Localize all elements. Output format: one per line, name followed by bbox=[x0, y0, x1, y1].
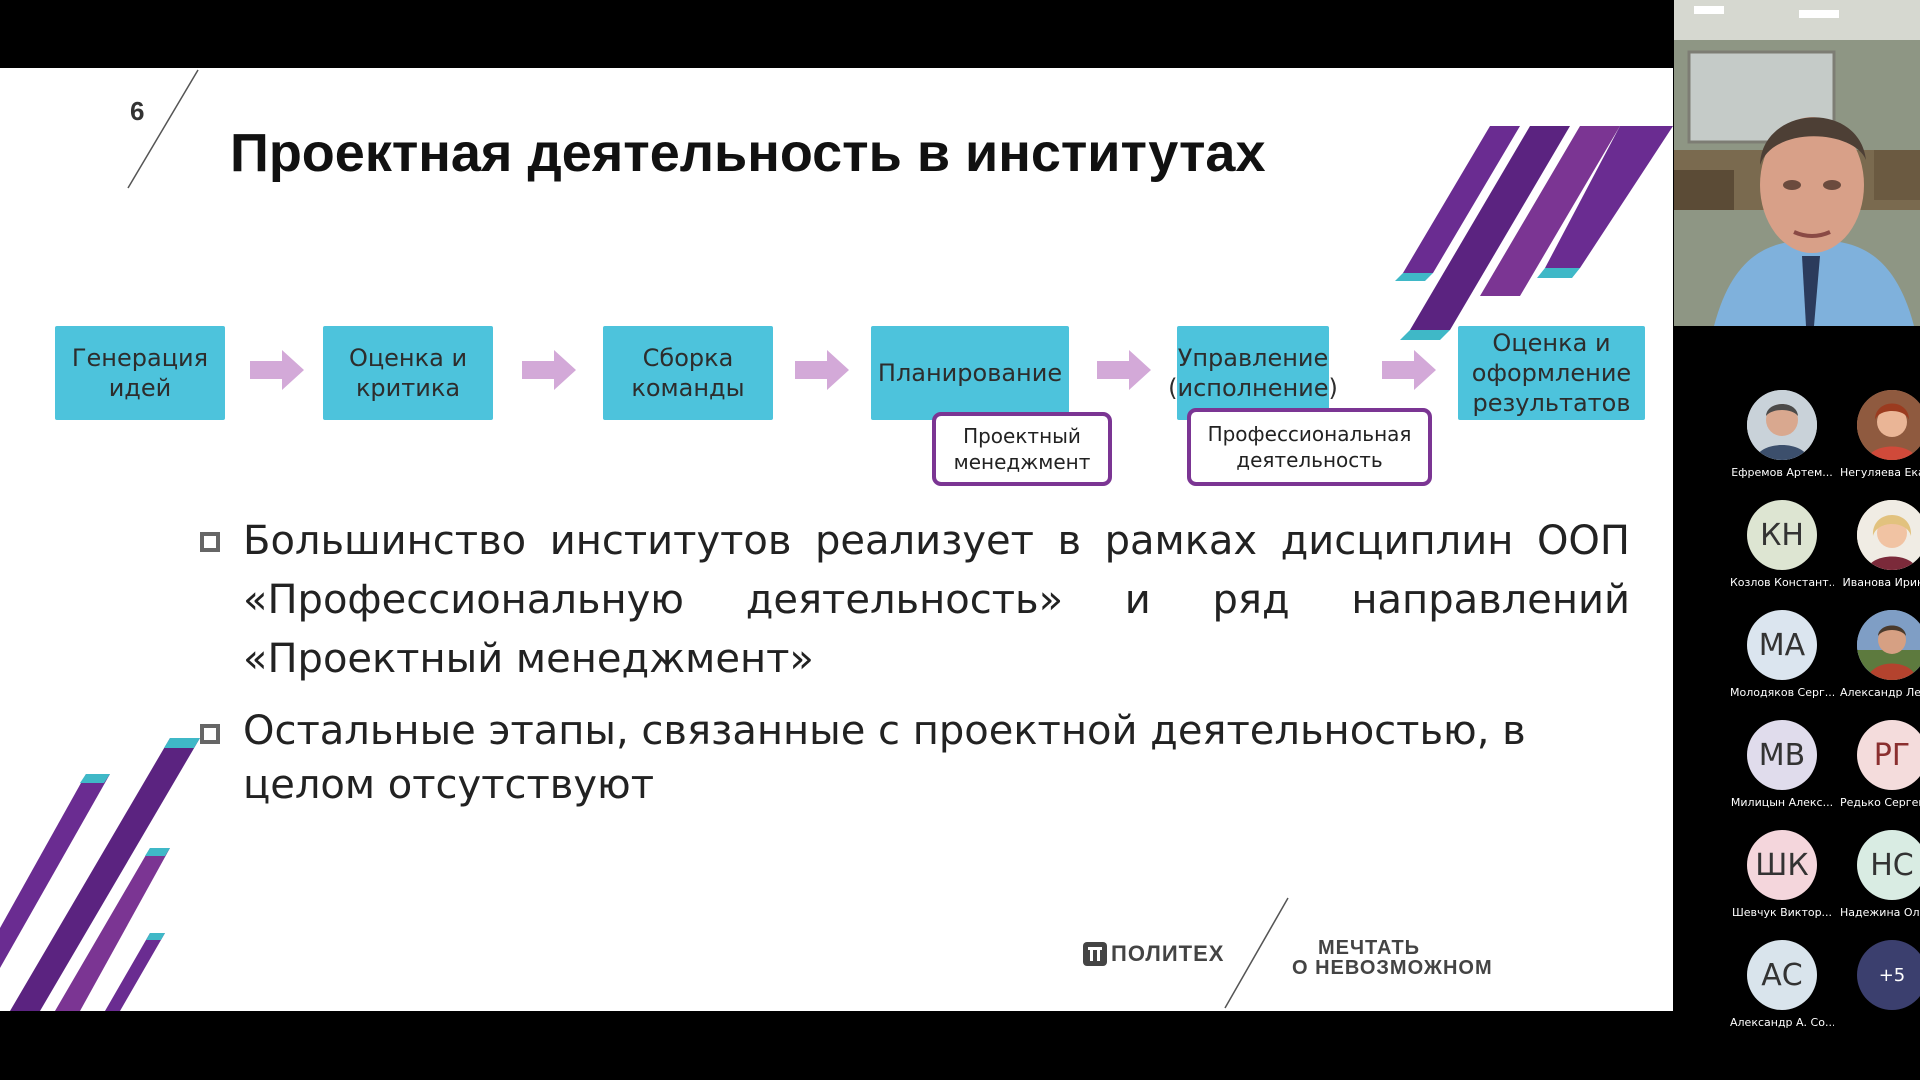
step-planning: Планирование bbox=[871, 326, 1069, 420]
step-label-line: Оценка и bbox=[1492, 329, 1611, 357]
avatar bbox=[1857, 500, 1920, 570]
bullet-text: Большинство институтов реализует в рамка… bbox=[243, 518, 1630, 682]
step-label-line: критика bbox=[355, 374, 461, 402]
speaker-video[interactable] bbox=[1674, 0, 1920, 326]
note-label-line: Профессиональная bbox=[1207, 422, 1412, 446]
presentation-slide: 6 Проектная деятельность в институтах Ге… bbox=[0, 68, 1673, 1011]
bullet-text: Остальные этапы, связанные с проектной д… bbox=[243, 708, 1526, 808]
step-label-line: Оценка и bbox=[348, 344, 468, 372]
participant-tile[interactable]: Ефремов Артем... bbox=[1677, 390, 1887, 500]
dream-logo-line: МЕЧТАТЬ bbox=[1318, 937, 1421, 959]
participant-name: Негуляева Екате... bbox=[1840, 466, 1920, 479]
arrow-right-icon bbox=[250, 350, 304, 390]
avatar: РГ bbox=[1857, 720, 1920, 790]
avatar bbox=[1747, 390, 1817, 460]
note-label-line: Проектный bbox=[963, 424, 1081, 448]
step-execution-management: Управление(исполнение) bbox=[1168, 326, 1338, 420]
participant-tile[interactable]: МВ Милицын Алекс... bbox=[1677, 720, 1887, 830]
participant-name: Козлов Констант... bbox=[1730, 576, 1834, 589]
title-slash bbox=[127, 69, 199, 189]
more-participants-button[interactable]: +5 bbox=[1787, 940, 1920, 1050]
person-photo-icon bbox=[1857, 500, 1920, 570]
note-label-line: деятельность bbox=[1236, 448, 1383, 472]
slide-number: 6 bbox=[130, 96, 145, 126]
step-label-line: команды bbox=[631, 374, 745, 402]
step-label-line: Генерация bbox=[71, 344, 209, 372]
bullet-square-icon bbox=[200, 724, 220, 744]
avatar: МВ bbox=[1747, 720, 1817, 790]
participant-name: Иванова Ирина... bbox=[1842, 576, 1920, 589]
arrow-right-icon bbox=[795, 350, 849, 390]
participant-name: Александр Левч... bbox=[1840, 686, 1920, 699]
participant-name: Молодяков Серг... bbox=[1730, 686, 1834, 699]
arrow-right-icon bbox=[1097, 350, 1151, 390]
person-photo-icon bbox=[1747, 390, 1817, 460]
avatar: НС bbox=[1857, 830, 1920, 900]
participant-tile[interactable]: МА Молодяков Серг... bbox=[1677, 610, 1887, 720]
participant-name: Александр А. Со... bbox=[1730, 1016, 1834, 1029]
step-label-line: результатов bbox=[1472, 389, 1631, 417]
participant-tile[interactable]: РГ Редько Сергей Ге... bbox=[1787, 720, 1920, 830]
bottom-left-stripes bbox=[0, 738, 200, 1011]
avatar: АС bbox=[1747, 940, 1817, 1010]
dream-logo-line: О НЕВОЗМОЖНОМ bbox=[1292, 957, 1493, 979]
avatar: МА bbox=[1747, 610, 1817, 680]
politeh-logo: ПОЛИТЕХ bbox=[1083, 941, 1224, 967]
participant-tile[interactable]: Иванова Ирина... bbox=[1787, 500, 1920, 610]
more-participants-count: +5 bbox=[1857, 940, 1920, 1010]
participant-tile[interactable]: Негуляева Екате... bbox=[1787, 390, 1920, 500]
decorative-stripes bbox=[0, 69, 1673, 1011]
speaker-video-image bbox=[1674, 0, 1920, 326]
step-label-line: Планирование bbox=[877, 359, 1063, 387]
logo-slash bbox=[1224, 897, 1289, 1009]
avatar: ШК bbox=[1747, 830, 1817, 900]
step-label-line: Управление bbox=[1177, 344, 1329, 372]
step-label-line: (исполнение) bbox=[1168, 374, 1338, 402]
avatar: КН bbox=[1747, 500, 1817, 570]
participant-tile[interactable]: АС Александр А. Со... bbox=[1677, 940, 1887, 1050]
participant-tile[interactable]: КН Козлов Констант... bbox=[1677, 500, 1887, 610]
arrow-right-icon bbox=[1382, 350, 1436, 390]
participant-tile[interactable]: ШК Шевчук Виктор... bbox=[1677, 830, 1887, 940]
participant-name: Шевчук Виктор... bbox=[1731, 906, 1833, 919]
avatar bbox=[1857, 610, 1920, 680]
politeh-logo-icon bbox=[1083, 942, 1107, 966]
person-photo-icon bbox=[1857, 610, 1920, 680]
participants-panel: Ефремов Артем... Негуляева Екате... КН К… bbox=[1673, 390, 1920, 1050]
avatar bbox=[1857, 390, 1920, 460]
dream-logo: МЕЧТАТЬ О НЕВОЗМОЖНОМ bbox=[1292, 938, 1493, 978]
participant-name: Надежина Ольга... bbox=[1840, 906, 1920, 919]
politeh-logo-text: ПОЛИТЕХ bbox=[1111, 941, 1225, 966]
step-label-line: идей bbox=[108, 374, 172, 402]
top-right-stripes bbox=[1395, 126, 1673, 340]
participant-tile[interactable]: НС Надежина Ольга... bbox=[1787, 830, 1920, 940]
note-label-line: менеджмент bbox=[953, 450, 1091, 474]
participant-tile[interactable]: Александр Левч... bbox=[1787, 610, 1920, 720]
participant-name: Ефремов Артем... bbox=[1731, 466, 1833, 479]
slide-title: Проектная деятельность в институтах bbox=[230, 123, 1266, 183]
participant-name: Редько Сергей Ге... bbox=[1840, 796, 1920, 809]
step-label-line: оформление bbox=[1471, 359, 1632, 387]
arrow-right-icon bbox=[522, 350, 576, 390]
bullet-square-icon bbox=[200, 532, 220, 552]
participant-name: Милицын Алекс... bbox=[1730, 796, 1834, 809]
step-label-line: Сборка bbox=[642, 344, 734, 372]
person-photo-icon bbox=[1857, 390, 1920, 460]
